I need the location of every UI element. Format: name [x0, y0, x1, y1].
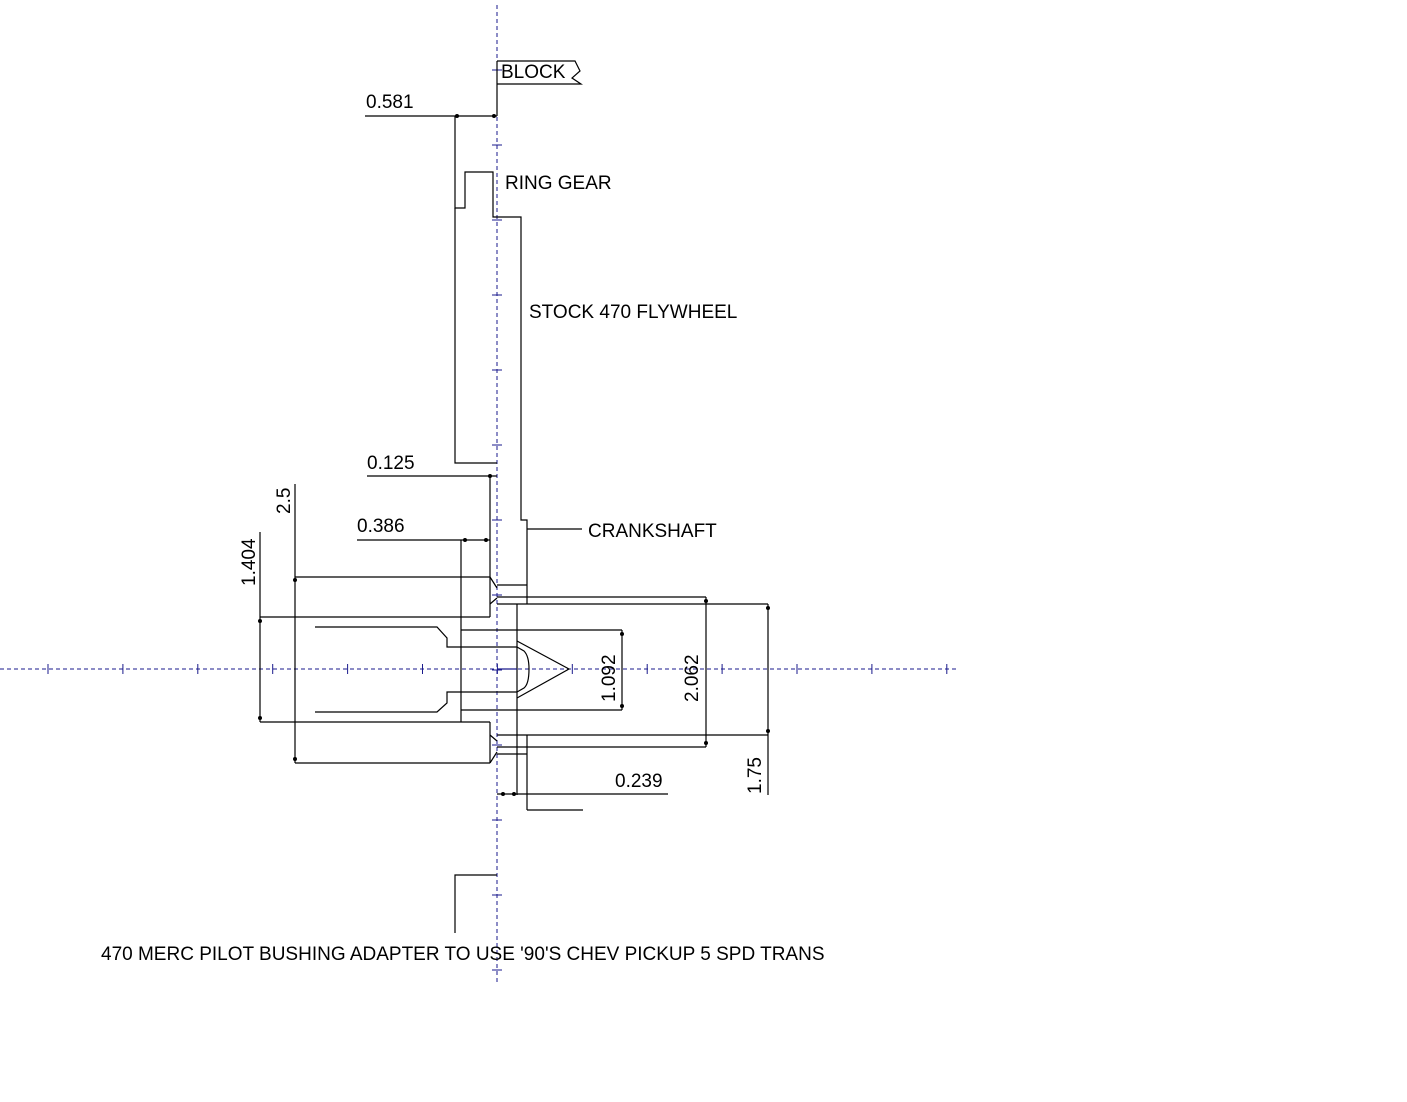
block-flag: BLOCK	[496, 60, 583, 116]
dim-1092: 1.092	[599, 654, 620, 702]
ring-gear-label: RING GEAR	[505, 173, 612, 194]
centerlines	[0, 5, 958, 985]
dim-0239: 0.239	[615, 771, 663, 792]
dim-0125: 0.125	[367, 453, 415, 474]
dim-2062: 2.062	[682, 654, 703, 702]
flywheel-outline: RING GEAR STOCK 470 FLYWHEEL	[454, 116, 737, 604]
dim-25: 2.5	[274, 488, 295, 514]
dim-0581: 0.581	[366, 92, 414, 113]
centerline-ticks	[47, 69, 948, 971]
dimensions: 0.581 0.125 0.386 2.5 1.404 1.092 2.062 …	[239, 92, 770, 796]
crankshaft-label: CRANKSHAFT	[588, 521, 717, 542]
block-label: BLOCK	[501, 62, 566, 83]
drawing-title: 470 MERC PILOT BUSHING ADAPTER TO USE '9…	[101, 944, 825, 965]
crankshaft: CRANKSHAFT	[454, 521, 768, 933]
dim-0386: 0.386	[357, 516, 405, 537]
dim-1404: 1.404	[239, 538, 260, 586]
pilot-bushing-adapter	[260, 476, 622, 764]
flywheel-label: STOCK 470 FLYWHEEL	[529, 302, 737, 323]
dim-175: 1.75	[745, 757, 766, 794]
